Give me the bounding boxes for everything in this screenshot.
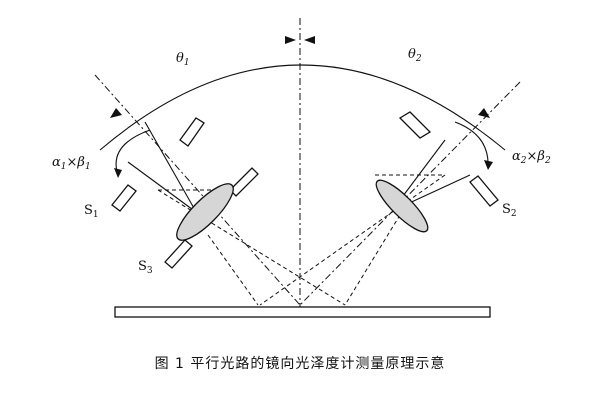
left-ray-1 <box>144 121 196 211</box>
figure-caption: 图 1 平行光路的镜向光泽度计测量原理示意 <box>155 355 446 372</box>
right-angle-arc <box>454 121 489 169</box>
alpha1-beta1-label: α1×β1 <box>52 155 91 172</box>
lens-left <box>176 183 234 241</box>
measurement-arc <box>99 64 506 151</box>
lens-right <box>375 179 429 233</box>
s1-label: S1 <box>84 203 99 220</box>
slit-plate-s3 <box>164 239 193 269</box>
arc-arrow-mid-left <box>285 36 296 44</box>
arc-arrow-mid-right <box>304 36 315 44</box>
right-ray-2 <box>404 174 471 206</box>
right-beam-upper <box>259 174 446 306</box>
theta2-label: θ2 <box>408 47 422 64</box>
right-angle-arrow <box>484 160 493 170</box>
arc-arrow-left-end <box>110 108 122 118</box>
slit-plate-upper-right <box>398 111 432 139</box>
left-beam-lower <box>207 234 259 306</box>
slit-plate-s2 <box>469 175 499 207</box>
arc-arrow-right-end <box>478 108 490 118</box>
slit-plate-upper-mid <box>229 167 259 197</box>
right-optical-axis <box>299 81 521 306</box>
slit-plate-s1 <box>111 184 137 212</box>
left-optical-axis <box>94 74 301 306</box>
slit-plate-upper-left <box>179 117 205 147</box>
sample-plate <box>114 306 491 318</box>
alpha2-beta2-label: α2×β2 <box>512 149 551 166</box>
s3-label: S3 <box>138 259 153 276</box>
left-beam-upper <box>157 189 346 306</box>
theta1-label: θ1 <box>176 51 190 68</box>
right-ray-1 <box>399 139 446 201</box>
left-ray-2 <box>127 161 201 216</box>
left-angle-arc <box>115 129 151 176</box>
right-beam-lower <box>344 214 401 306</box>
left-angle-arrow <box>114 168 122 178</box>
s2-label: S2 <box>502 202 517 219</box>
